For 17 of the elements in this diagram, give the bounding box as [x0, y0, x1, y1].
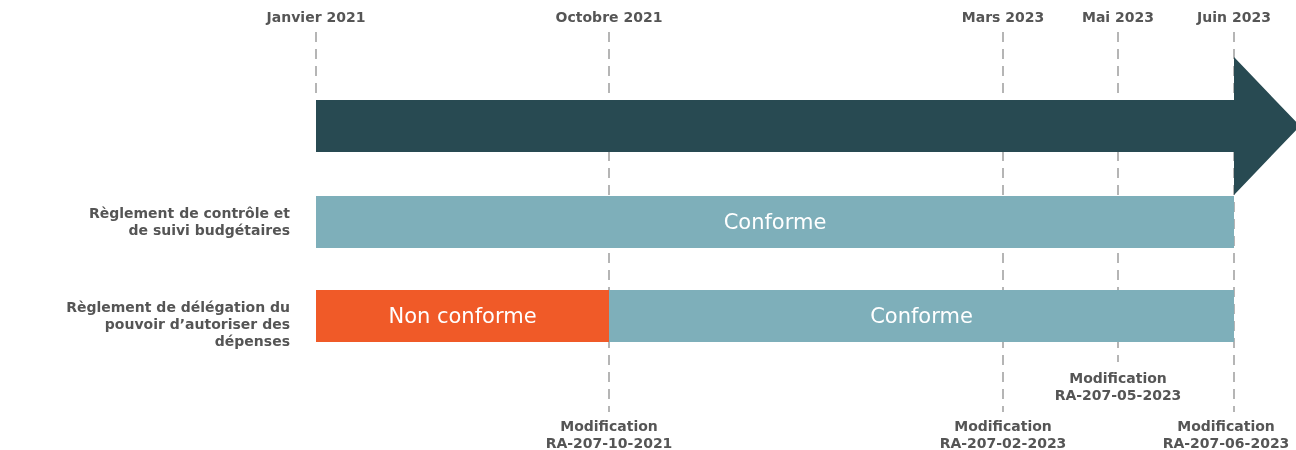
status-text: Conforme: [723, 210, 827, 234]
date-label: Mars 2023: [960, 9, 1046, 26]
modification-label: Modification RA-207-06-2023: [1161, 418, 1291, 450]
modification-label: Modification RA-207-02-2023: [938, 418, 1068, 450]
row-label: Règlement de délégation du pouvoir d’autoriser des dépenses: [65, 299, 290, 350]
modification-label: Modification RA-207-05-2023: [1053, 370, 1183, 404]
date-label: Juin 2023: [1195, 9, 1272, 26]
status-text: Conforme: [870, 304, 973, 328]
date-label: Octobre 2021: [554, 9, 664, 26]
status-text: Non conforme: [388, 304, 537, 328]
date-label: Janvier 2021: [264, 9, 367, 26]
status-bar: [316, 290, 609, 342]
status-bar: [316, 196, 1234, 248]
row-label: Règlement de contrôle et de suivi budgétaires: [87, 205, 290, 239]
modification-label: Modification RA-207-10-2021: [544, 418, 674, 450]
status-bar: [609, 290, 1234, 342]
date-label: Mai 2023: [1081, 9, 1155, 26]
